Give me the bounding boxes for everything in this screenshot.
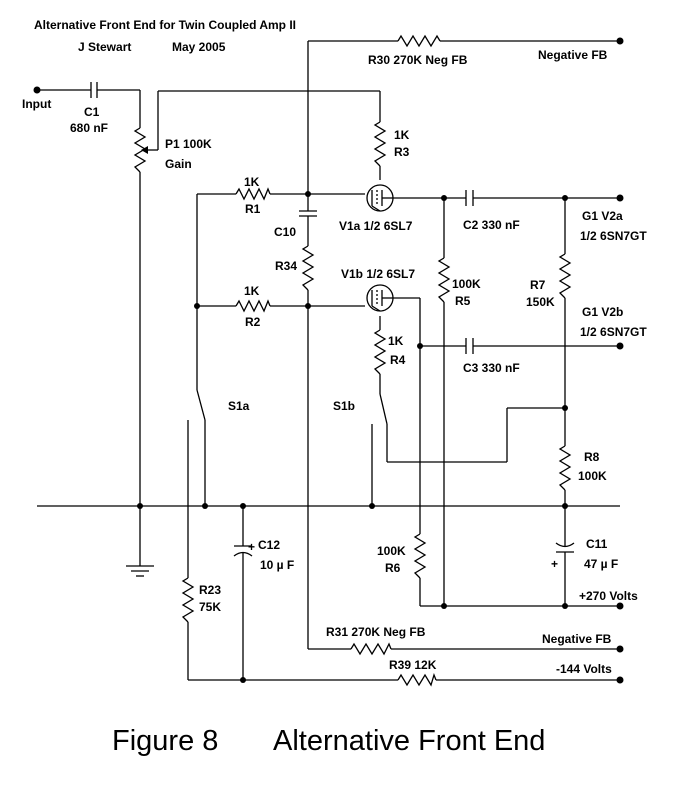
c1-value-label: 680 nF: [70, 121, 108, 135]
r31-label: R31 270K Neg FB: [326, 625, 426, 639]
minus-144-label: -144 Volts: [556, 662, 612, 676]
p1-wiper-arrow: [141, 146, 148, 154]
diagram-title: Alternative Front End for Twin Coupled A…: [34, 18, 296, 32]
r3-name-label: R3: [394, 145, 410, 159]
r31-resistor: [350, 642, 392, 656]
r5-value-label: 100K: [452, 277, 481, 291]
c12-name-label: C12: [258, 538, 280, 552]
r23-name-label: R23: [199, 583, 221, 597]
figure-caption: Alternative Front End: [273, 725, 545, 757]
date-label: May 2005: [172, 40, 226, 54]
neg-fb-bottom-label: Negative FB: [542, 632, 612, 646]
c11-plus-label: +: [551, 557, 558, 571]
resistors: [133, 34, 572, 687]
c2-label: C2 330 nF: [463, 218, 520, 232]
capacitors: [90, 82, 575, 557]
switches: [196, 389, 388, 425]
c3-label: C3 330 nF: [463, 361, 520, 375]
plus-270-label: +270 Volts: [579, 589, 638, 603]
figure-number: Figure 8: [112, 725, 218, 757]
c11-curved-plate: [555, 542, 575, 548]
r3-value-label: 1K: [394, 128, 410, 142]
r4-name-label: R4: [390, 353, 406, 367]
r8-resistor: [558, 445, 572, 491]
c12-plus-label: +: [248, 540, 255, 554]
r4-resistor: [373, 329, 387, 375]
r34-label: R34: [275, 259, 297, 273]
r1-value-label: 1K: [244, 175, 260, 189]
r34-resistor: [301, 245, 315, 291]
r39-resistor: [397, 673, 437, 687]
g1-v2a-label: G1 V2a: [582, 209, 623, 223]
r8-value-label: 100K: [578, 469, 607, 483]
neg-fb-top-label: Negative FB: [538, 48, 608, 62]
s1b-label: S1b: [333, 399, 355, 413]
v1a-label: V1a 1/2 6SL7: [339, 219, 413, 233]
r2-value-label: 1K: [244, 284, 260, 298]
r7-resistor: [558, 253, 572, 299]
terminal-dots: [33, 37, 624, 684]
r1-resistor: [235, 187, 271, 201]
r5-resistor: [437, 257, 451, 303]
wires: [37, 40, 620, 681]
c12-value-label: 10 µ F: [260, 558, 294, 572]
g1-v2b-tube-label: 1/2 6SN7GT: [580, 325, 647, 339]
r23-resistor: [181, 577, 195, 623]
r6-name-label: R6: [385, 561, 401, 575]
r4-value-label: 1K: [388, 334, 404, 348]
c11-name-label: C11: [586, 537, 608, 551]
r1-name-label: R1: [245, 202, 261, 216]
tube-v1a: [366, 184, 394, 212]
r7-name-label: R7: [530, 278, 546, 292]
r23-value-label: 75K: [199, 600, 221, 614]
r2-name-label: R2: [245, 315, 261, 329]
p1-label: P1 100K: [165, 137, 212, 151]
r5-name-label: R5: [455, 294, 471, 308]
g1-v2b-label: G1 V2b: [582, 305, 623, 319]
s1b-switch-lever: [379, 393, 388, 425]
r30-label: R30 270K Neg FB: [368, 53, 468, 67]
p1-gain-label: Gain: [165, 157, 192, 171]
r8-name-label: R8: [584, 450, 600, 464]
r3-resistor: [373, 121, 387, 167]
s1a-label: S1a: [228, 399, 250, 413]
tube-v1b: [366, 284, 394, 312]
c11-value-label: 47 µ F: [584, 557, 618, 571]
r6-resistor: [413, 533, 427, 579]
r30-resistor: [397, 34, 441, 48]
s1a-switch-lever: [196, 389, 206, 421]
v1b-label: V1b 1/2 6SL7: [341, 267, 415, 281]
c1-name-label: C1: [84, 105, 100, 119]
g1-v2a-tube-label: 1/2 6SN7GT: [580, 229, 647, 243]
r7-value-label: 150K: [526, 295, 555, 309]
c12-curved-plate: [233, 551, 253, 557]
r2-resistor: [235, 299, 271, 313]
c10-label: C10: [274, 225, 296, 239]
input-label: Input: [22, 97, 51, 111]
r39-label: R39 12K: [389, 658, 437, 672]
junction-dots: [137, 191, 568, 683]
author-label: J Stewart: [78, 40, 131, 54]
r6-value-label: 100K: [377, 544, 406, 558]
